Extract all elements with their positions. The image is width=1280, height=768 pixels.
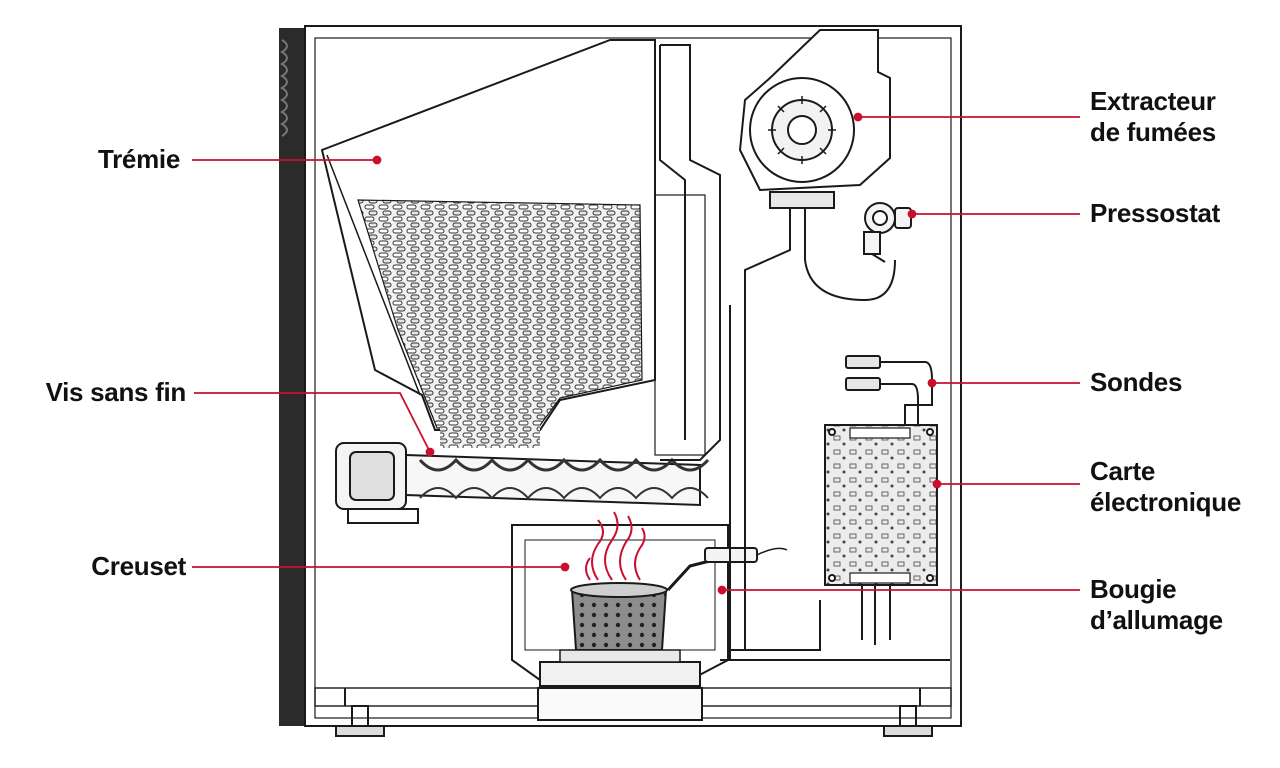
leader-creuset — [192, 562, 570, 572]
label-sondes: Sondes — [1090, 367, 1182, 398]
label-creuset: Creuset — [91, 551, 186, 582]
label-vis-line-1: Vis sans fin — [45, 377, 187, 407]
label-creuset-line-1: Creuset — [91, 551, 186, 581]
front-panel — [279, 28, 305, 726]
leader-vis — [194, 392, 435, 457]
label-extracteur-line-2: de fumées — [1090, 117, 1216, 147]
label-bougie: Bougie d’allumage — [1090, 574, 1223, 636]
leader-pressostat — [907, 209, 1080, 219]
label-tremie-line-1: Trémie — [97, 144, 180, 174]
leader-extracteur — [853, 112, 1080, 122]
pressure-switch — [863, 202, 912, 263]
label-pressostat: Pressostat — [1090, 198, 1220, 229]
label-extracteur: Extracteur de fumées — [1090, 86, 1216, 148]
label-sondes-line-1: Sondes — [1090, 367, 1183, 397]
label-pressostat-line-1: Pressostat — [1090, 198, 1220, 228]
leader-carte — [932, 479, 1080, 489]
label-carte-line-1: Carte — [1090, 456, 1155, 486]
leader-tremie — [192, 155, 382, 165]
leader-sondes — [927, 378, 1080, 388]
smoke-extractor-fan — [738, 29, 896, 310]
label-vis-sans-fin: Vis sans fin — [45, 377, 187, 408]
label-bougie-line-1: Bougie — [1090, 574, 1177, 604]
flue-channel — [654, 44, 950, 661]
probes — [845, 355, 933, 425]
label-bougie-line-2: d’allumage — [1090, 605, 1223, 635]
label-carte: Carte électronique — [1090, 456, 1241, 518]
leader-lines — [192, 112, 1080, 595]
label-extracteur-line-1: Extracteur — [1090, 86, 1216, 116]
crucible — [559, 582, 681, 663]
label-tremie: Trémie — [98, 144, 180, 175]
hopper — [320, 39, 656, 431]
auger — [335, 398, 710, 524]
leader-bougie — [717, 585, 1080, 595]
flame-icon — [585, 511, 646, 581]
label-carte-line-2: électronique — [1090, 487, 1241, 517]
control-board — [824, 424, 938, 645]
